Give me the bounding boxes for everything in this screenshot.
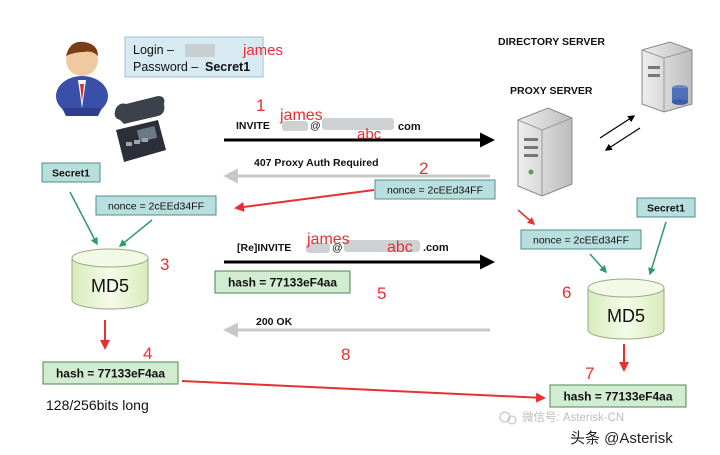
svg-text:Secret1: Secret1 bbox=[52, 168, 90, 180]
svg-text:nonce = 2cEEd34FF: nonce = 2cEEd34FF bbox=[108, 201, 204, 213]
hash-compare-arrow bbox=[181, 380, 546, 403]
invite-label: INVITE bbox=[236, 120, 270, 132]
directory-server-label: DIRECTORY SERVER bbox=[498, 36, 605, 48]
proxy-server-icon bbox=[517, 107, 573, 197]
nonce-client-box: nonce = 2cEEd34FF bbox=[95, 195, 217, 216]
ok-label: 200 OK bbox=[256, 316, 293, 328]
hash-server-box: hash = 77133eF4aa bbox=[549, 384, 687, 408]
step-number-5: 5 bbox=[377, 284, 386, 303]
proxy-to-directory-arrow bbox=[599, 115, 636, 139]
nonce-to-md5-arrow bbox=[118, 219, 153, 247]
redacted-invite-user bbox=[282, 121, 308, 131]
redacted-username bbox=[185, 44, 215, 57]
svg-text:hash = 77133eF4aa: hash = 77133eF4aa bbox=[228, 276, 337, 290]
user-avatar-icon bbox=[56, 41, 108, 116]
md5-left-cylinder: MD5 bbox=[71, 248, 149, 310]
svg-text:nonce = 2cEEd34FF: nonce = 2cEEd34FF bbox=[387, 185, 483, 197]
invite-user-annotation: james bbox=[279, 107, 323, 124]
step-number-7: 7 bbox=[585, 364, 594, 383]
secret-to-md5-right-arrow bbox=[648, 221, 667, 276]
nonce-proxy-box: nonce = 2cEEd34FF bbox=[520, 229, 642, 250]
reinvite-at-sign: @ bbox=[332, 242, 343, 254]
reinvite-user-annotation: james bbox=[306, 231, 350, 248]
login-label: Login – bbox=[133, 43, 174, 57]
username-annotation: james bbox=[242, 42, 283, 59]
password-label: Password – bbox=[133, 60, 198, 74]
redacted-invite-domain bbox=[322, 118, 394, 130]
svg-text:Secret1: Secret1 bbox=[647, 203, 685, 215]
reinvite-label: [Re]INVITE bbox=[237, 242, 291, 254]
nonce-to-client-arrow bbox=[234, 189, 375, 212]
md5-right-cylinder: MD5 bbox=[587, 278, 665, 340]
invite-domain-suffix: com bbox=[398, 121, 421, 133]
nonce-to-md5-right-arrow bbox=[589, 253, 607, 274]
secret-left-box: Secret1 bbox=[41, 162, 101, 183]
step-number-8: 8 bbox=[341, 345, 350, 364]
svg-text:hash = 77133eF4aa: hash = 77133eF4aa bbox=[563, 390, 672, 404]
step-number-3: 3 bbox=[160, 255, 169, 274]
toutiao-watermark: 头条 @Asterisk bbox=[570, 430, 673, 447]
step-number-4: 4 bbox=[143, 344, 152, 363]
bits-note: 128/256bits long bbox=[46, 397, 149, 413]
step-number-1: 1 bbox=[256, 96, 265, 115]
step-number-2: 2 bbox=[419, 159, 428, 178]
proxy-server-label: PROXY SERVER bbox=[510, 85, 593, 97]
svg-text:MD5: MD5 bbox=[91, 276, 129, 296]
credentials-box: Login – james Password – Secret1 bbox=[124, 36, 283, 78]
svg-text:hash = 77133eF4aa: hash = 77133eF4aa bbox=[56, 367, 165, 381]
redacted-reinvite-domain bbox=[344, 240, 420, 252]
password-value: Secret1 bbox=[205, 60, 250, 74]
nonce-server-box: nonce = 2cEEd34FF bbox=[374, 179, 496, 200]
hash-client-box: hash = 77133eF4aa bbox=[42, 361, 179, 385]
invite-at-sign: @ bbox=[310, 120, 321, 132]
redacted-reinvite-user bbox=[306, 243, 330, 253]
proxy-to-nonce-arrow bbox=[517, 209, 536, 225]
phone-icon bbox=[114, 96, 166, 162]
svg-text:微信号: Asterisk-CN: 微信号: Asterisk-CN bbox=[522, 410, 624, 424]
hash-message-box: hash = 77133eF4aa bbox=[214, 270, 351, 294]
step-number-6: 6 bbox=[562, 283, 571, 302]
reinvite-domain-annotation: abc bbox=[387, 239, 413, 256]
directory-server-icon bbox=[641, 41, 693, 113]
wechat-watermark: 微信号: Asterisk-CN bbox=[499, 410, 624, 425]
svg-text:MD5: MD5 bbox=[607, 306, 645, 326]
secret-right-box: Secret1 bbox=[636, 197, 696, 218]
proxy-auth-label: 407 Proxy Auth Required bbox=[254, 157, 378, 169]
svg-text:nonce = 2cEEd34FF: nonce = 2cEEd34FF bbox=[533, 235, 629, 247]
secret-to-md5-arrow bbox=[69, 191, 98, 246]
directory-to-proxy-arrow bbox=[604, 127, 641, 151]
reinvite-domain-suffix: .com bbox=[423, 242, 449, 254]
